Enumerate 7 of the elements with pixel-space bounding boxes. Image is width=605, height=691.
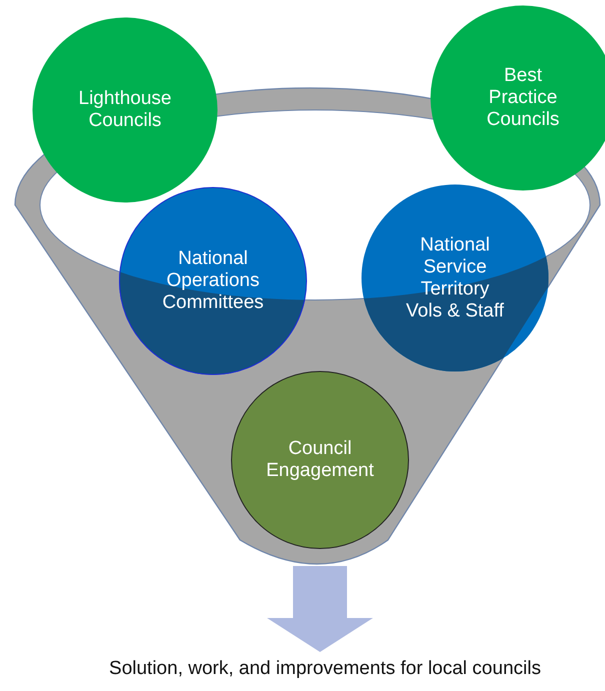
node-label: Council Engagement bbox=[265, 438, 375, 482]
node-label: Best Practice Councils bbox=[486, 65, 560, 131]
node-label: National Operations Committees bbox=[161, 248, 265, 314]
block-arrow bbox=[267, 566, 373, 652]
node-label: National Service Territory Vols & Staff bbox=[405, 234, 505, 322]
outcome-text: Solution, work, and improvements for local councils bbox=[40, 652, 605, 688]
node-label: Lighthouse Councils bbox=[78, 88, 172, 132]
